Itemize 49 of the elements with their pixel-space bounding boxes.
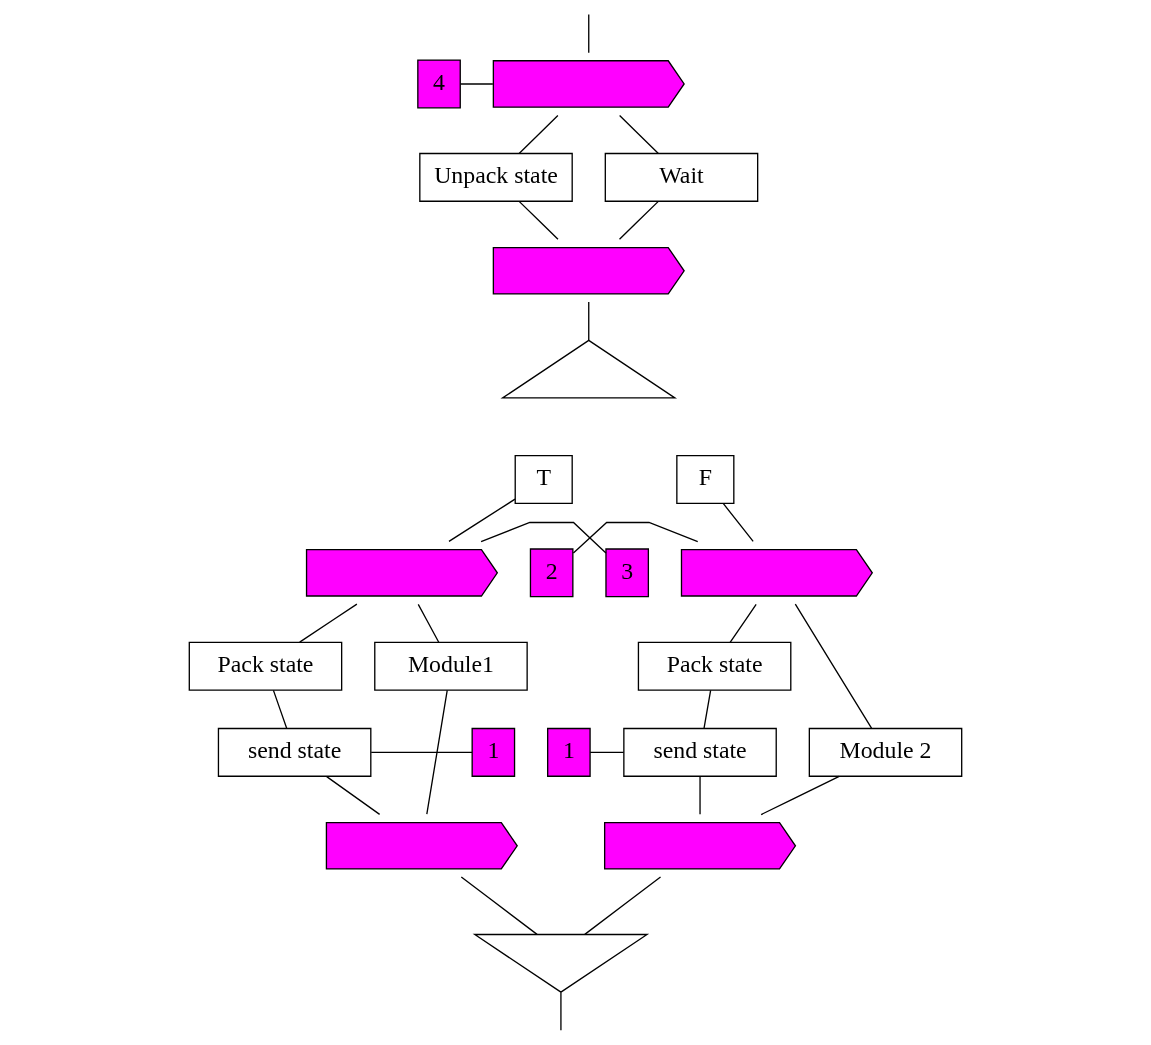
node-pentagon [325,821,518,870]
connector [589,751,625,754]
connector [618,114,660,155]
connector [729,603,757,643]
connector [618,200,659,240]
node-pentagon [305,549,499,597]
connector [584,876,662,935]
connector [448,498,516,543]
connector [588,301,590,341]
node-pentagon [492,60,685,108]
connector [299,603,358,643]
node-box: send state [623,727,777,777]
node-box: send state [217,727,372,777]
node-pentagon [680,549,874,597]
connector [722,503,754,543]
node-box: 1 [471,727,516,777]
node-box: Module 2 [808,727,963,777]
connector [572,521,699,554]
connector [760,775,840,816]
node-box: Pack state [637,641,792,691]
node-box: Unpack state [419,152,573,202]
node-triangle [472,933,650,993]
node-box: 3 [605,548,650,598]
connector [417,603,440,643]
node-box: Pack state [188,641,343,691]
node-box: 2 [529,548,574,598]
connector [272,689,288,729]
node-triangle [500,339,678,399]
node-box: 4 [417,59,461,109]
connector [480,521,607,554]
node-pentagon [492,246,685,295]
node-box: Wait [604,152,759,202]
node-box: Module1 [374,641,528,691]
connector [699,775,701,815]
connector [460,876,538,935]
connector [326,775,381,815]
node-box: T [514,454,573,504]
node-box: F [676,454,735,504]
connector [459,83,494,85]
connector [518,200,559,240]
node-box: 1 [547,727,591,777]
node-pentagon [604,821,797,870]
connector [588,13,590,54]
connector [703,689,712,729]
connector [560,991,562,1031]
connector [794,603,873,729]
connector [518,114,559,155]
connector [370,751,473,754]
connector [426,689,448,815]
